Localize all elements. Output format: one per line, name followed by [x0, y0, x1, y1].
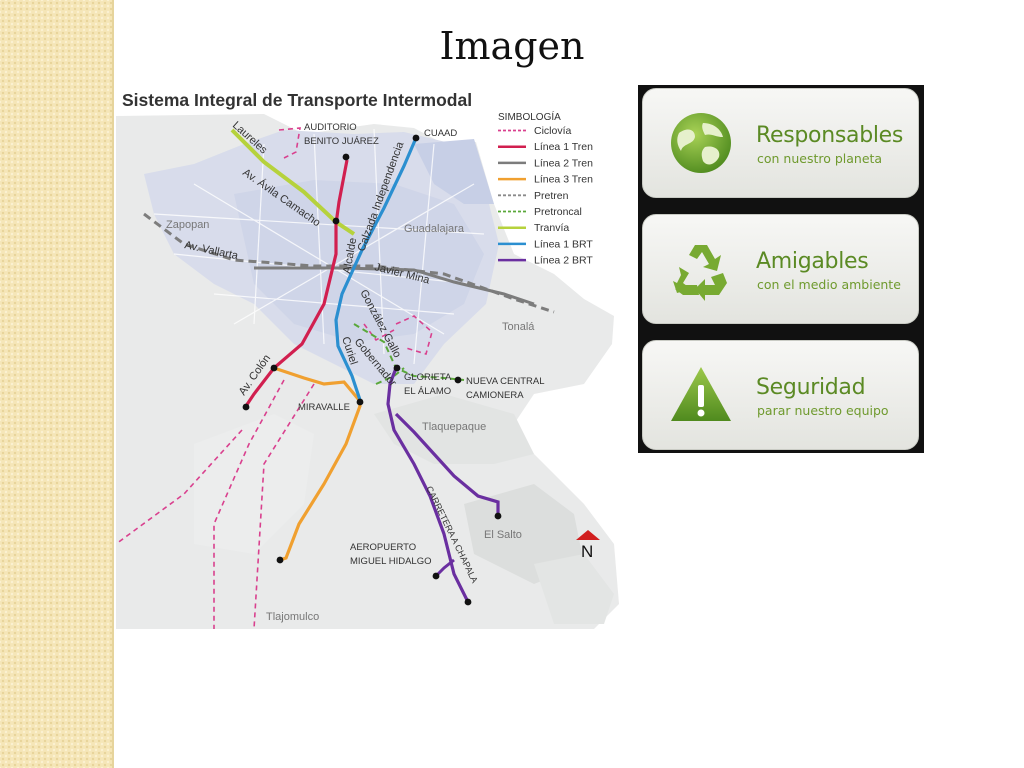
stop-cuaad: CUAAD [424, 128, 457, 139]
legend-label: Tranvía [534, 222, 569, 234]
stop-auditorio: AUDITORIO [304, 122, 357, 133]
legend-label: Línea 2 Tren [534, 157, 593, 169]
values-panel: Responsables con nuestro planeta Amigabl… [638, 85, 924, 453]
north-label: N [581, 542, 593, 561]
border-divider [112, 0, 114, 768]
stop-glorieta-2: EL ÁLAMO [404, 386, 451, 397]
legend-label: Pretren [534, 190, 569, 202]
legend-label: Pretroncal [534, 206, 582, 218]
card-subtitle: con el medio ambiente [757, 277, 901, 292]
place-guadalajara: Guadalajara [404, 223, 465, 235]
map-title: Sistema Integral de Transporte Intermoda… [122, 90, 472, 110]
decorative-border [0, 0, 112, 768]
card-seguridad: Seguridad parar nuestro equipo [642, 340, 919, 450]
legend-label: Línea 3 Tren [534, 174, 593, 186]
recycle-icon [669, 237, 733, 301]
transport-map: Sistema Integral de Transporte Intermoda… [114, 84, 628, 632]
legend-label: Ciclovía [534, 125, 572, 137]
stop-aeropuerto-2: MIGUEL HIDALGO [350, 556, 431, 567]
legend-heading: SIMBOLOGÍA [498, 110, 561, 123]
stop-glorieta: GLORIETA [404, 372, 452, 383]
card-amigables: Amigables con el medio ambiente [642, 214, 919, 324]
slide-title: Imagen [439, 24, 585, 68]
stop-nueva-central-2: CAMIONERA [466, 390, 524, 401]
card-responsables: Responsables con nuestro planeta [642, 88, 919, 198]
place-tlajomulco: Tlajomulco [266, 611, 319, 623]
stop-nueva-central: NUEVA CENTRAL [466, 376, 544, 387]
place-tlaquepaque: Tlaquepaque [422, 421, 486, 433]
card-subtitle: con nuestro planeta [757, 151, 883, 166]
card-title: Responsables [756, 123, 904, 148]
place-zapopan: Zapopan [166, 219, 209, 231]
stop-miravalle: MIRAVALLE [298, 402, 350, 413]
card-title: Seguridad [756, 375, 866, 400]
place-tonala: Tonalá [502, 321, 535, 333]
warning-icon [669, 363, 733, 427]
north-arrow-icon: N [576, 530, 600, 561]
stop-aeropuerto: AEROPUERTO [350, 542, 416, 553]
place-el-salto: El Salto [484, 529, 522, 541]
globe-icon [669, 111, 733, 175]
stop-auditorio-2: BENITO JUÁREZ [304, 136, 379, 147]
legend-label: Línea 1 BRT [534, 238, 593, 250]
legend-label: Línea 2 BRT [534, 255, 593, 267]
legend-label: Línea 1 Tren [534, 141, 593, 153]
card-subtitle: parar nuestro equipo [757, 403, 889, 418]
card-title: Amigables [756, 249, 869, 274]
